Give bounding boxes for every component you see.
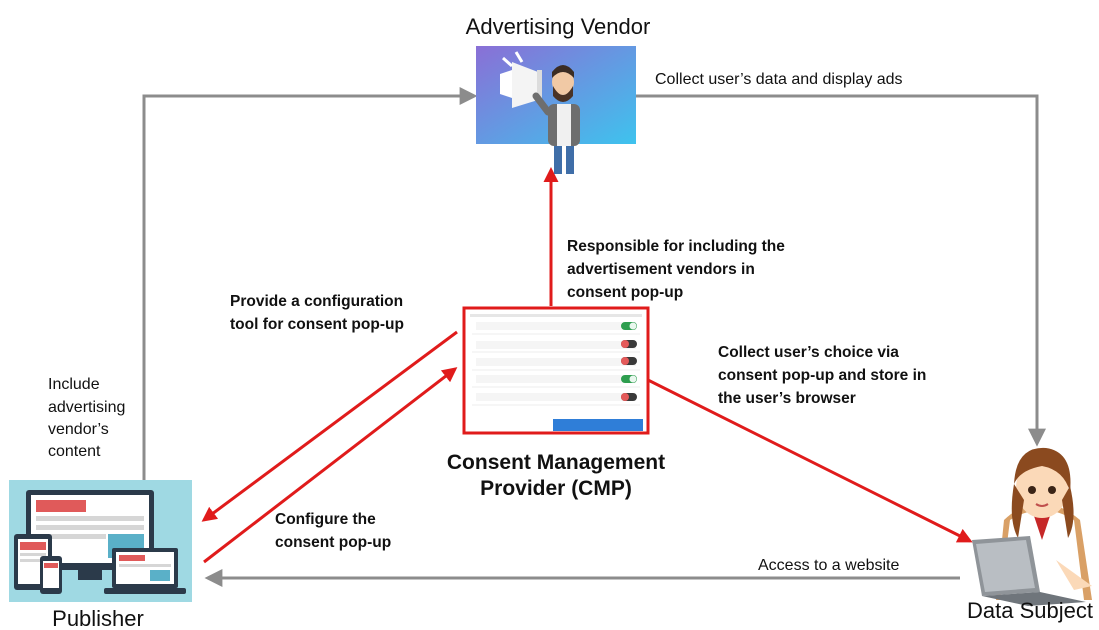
label-line: Configure the	[275, 511, 376, 528]
label-collect-user-choice: Collect user’s choice via consent pop-up…	[718, 344, 926, 407]
label-line: tool for consent pop-up	[230, 316, 404, 333]
cmp-node: Consent Management Provider (CMP)	[447, 306, 665, 500]
consent-save-button	[553, 419, 643, 431]
cmp-label-line2: Provider (CMP)	[480, 477, 632, 500]
label-collect-data-display-ads: Collect user’s data and display ads	[655, 71, 903, 88]
vendor-label: Advertising Vendor	[466, 14, 651, 39]
arrow-publisher-to-vendor	[142, 87, 478, 480]
label-include-vendor-content: Include advertising vendor’s content	[48, 376, 125, 460]
label-responsible-including-vendors: Responsible for including the advertisem…	[567, 238, 785, 301]
label-line: Responsible for including the	[567, 238, 785, 255]
megaphone-man-icon	[500, 51, 580, 174]
data-subject-node: Data Subject	[967, 447, 1093, 623]
arrow-vendor-to-subject	[636, 94, 1046, 447]
label-configure-consent-popup: Configure the consent pop-up	[275, 511, 391, 551]
devices-icon	[14, 490, 186, 594]
publisher-node: Publisher	[9, 480, 192, 630]
label-line: consent pop-up	[567, 284, 683, 301]
cmp-label-line1: Consent Management	[447, 451, 665, 474]
label-line: the user’s browser	[718, 390, 856, 407]
consent-popup-preview	[470, 314, 643, 431]
label-line: Collect user’s choice via	[718, 344, 899, 361]
publisher-label: Publisher	[52, 606, 144, 630]
label-line: Include	[48, 376, 100, 393]
label-provide-configuration-tool: Provide a configuration tool for consent…	[230, 293, 404, 333]
user-at-laptop-icon	[972, 447, 1092, 606]
arrow-cmp-to-subject	[647, 378, 973, 543]
advertising-vendor-node: Advertising Vendor	[466, 14, 651, 174]
label-line: content	[48, 443, 101, 460]
label-access-website: Access to a website	[758, 557, 900, 574]
data-subject-label: Data Subject	[967, 598, 1093, 623]
label-line: advertisement vendors in	[567, 261, 755, 278]
label-line: consent pop-up	[275, 534, 391, 551]
arrow-cmp-to-publisher	[201, 330, 458, 522]
label-line: consent pop-up and store in	[718, 367, 926, 384]
label-line: vendor’s	[48, 421, 109, 438]
label-line: Provide a configuration	[230, 293, 403, 310]
label-line: advertising	[48, 399, 125, 416]
arrow-publisher-to-cmp	[203, 367, 458, 564]
